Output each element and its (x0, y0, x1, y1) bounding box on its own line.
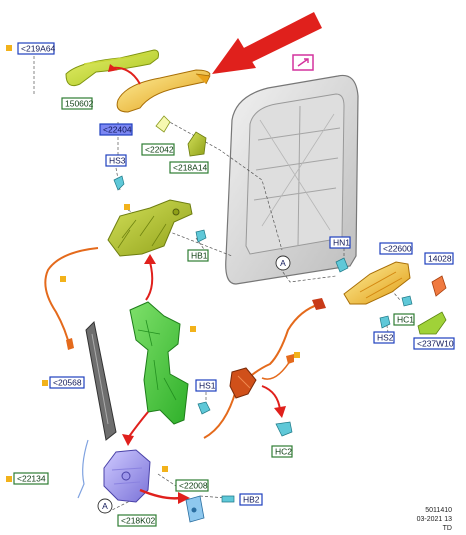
svg-text:<218A14: <218A14 (173, 163, 208, 173)
label-219A64: <219A64 (17, 42, 56, 55)
bolt-hb2-icon (221, 495, 235, 503)
bolt-hs1-icon (197, 401, 211, 415)
inner-release-actuator (229, 367, 257, 399)
svg-text:HC2: HC2 (275, 447, 292, 457)
svg-text:HC1: HC1 (397, 315, 414, 325)
handle-cap-14028 (431, 275, 447, 297)
svg-text:<218K02: <218K02 (121, 516, 156, 526)
inner-door-handle (343, 261, 411, 305)
door-latch-assembly (103, 449, 151, 503)
label-HS1: HS1 (195, 379, 217, 392)
label-218K02: <218K02 (117, 514, 157, 527)
label-22042: <22042 (141, 143, 175, 156)
callout-a-lower: A (97, 498, 113, 514)
label-HS2: HS2 (373, 331, 395, 344)
label-14028: 14028 (424, 252, 454, 265)
big-red-arrow-icon (212, 12, 322, 74)
label-HN1: HN1 (329, 236, 351, 249)
red-arrow-down-right-icon (261, 385, 281, 411)
footer-date: 03-2021 13 (417, 516, 453, 523)
door-view-icon (292, 54, 314, 71)
svg-text:<20568: <20568 (53, 378, 82, 388)
svg-text:<22134: <22134 (17, 474, 46, 484)
lock-rod-20568 (85, 320, 117, 441)
cable-left (44, 247, 99, 350)
bolt-hs2-icon (379, 315, 391, 329)
label-150602: 150602 (61, 97, 94, 110)
green-lock-bracket (129, 301, 189, 425)
label-22404: <22404 (99, 123, 133, 136)
svg-text:HN1: HN1 (333, 238, 350, 248)
svg-text:150602: 150602 (65, 99, 94, 109)
red-arrow-right-icon (139, 488, 181, 500)
label-HB2: HB2 (239, 493, 263, 506)
svg-text:HS3: HS3 (109, 156, 126, 166)
bolt-hb1-icon (195, 229, 207, 243)
label-HS3: HS3 (105, 154, 127, 167)
svg-text:<22600: <22600 (383, 244, 412, 254)
label-22008: <22008 (175, 479, 209, 492)
left-cable-thin (77, 439, 89, 499)
label-218A14: <218A14 (169, 161, 209, 174)
label-22134: <22134 (13, 472, 49, 485)
trim-cover-237W10 (417, 311, 447, 335)
svg-text:<22404: <22404 (103, 125, 132, 135)
orange-markers (6, 45, 300, 482)
svg-text:<219A64: <219A64 (21, 44, 56, 54)
svg-text:HB2: HB2 (243, 495, 260, 505)
svg-text:14028: 14028 (428, 254, 452, 264)
svg-text:HS2: HS2 (377, 333, 394, 343)
svg-text:A: A (280, 258, 286, 268)
svg-text:<22008: <22008 (179, 481, 208, 491)
red-arrow-up-icon (145, 261, 154, 301)
handle-seal-22042 (155, 115, 171, 133)
callout-a-upper: A (275, 255, 291, 271)
door-shell (225, 74, 359, 285)
label-HB1: HB1 (187, 249, 209, 262)
footer-block: 5011410 03-2021 13 TD (417, 507, 453, 532)
bolt-hs3-icon (113, 175, 125, 191)
footer-id: 5011410 (425, 507, 452, 514)
cable-right (203, 298, 326, 439)
svg-text:HB1: HB1 (191, 251, 208, 261)
label-237W10: <237W10 (413, 337, 455, 350)
label-22600: <22600 (379, 242, 413, 255)
clip-hc1-icon (401, 295, 413, 307)
bolt-hn1-icon (335, 257, 349, 273)
outer-door-handle (116, 69, 211, 113)
striker-plate (185, 495, 205, 523)
svg-text:HS1: HS1 (199, 381, 216, 391)
red-arrow-down-icon (127, 411, 149, 439)
label-20568: <20568 (49, 376, 85, 389)
label-HC1: HC1 (393, 313, 415, 326)
svg-text:<237W10: <237W10 (417, 339, 454, 349)
handle-bezel-218A14 (187, 131, 207, 157)
svg-text:A: A (102, 501, 108, 511)
footer-code: TD (443, 525, 452, 532)
handle-carrier-bracket (107, 199, 193, 257)
svg-text:<22042: <22042 (145, 145, 174, 155)
label-HC2: HC2 (271, 445, 293, 458)
clip-hc2-icon (275, 421, 293, 437)
